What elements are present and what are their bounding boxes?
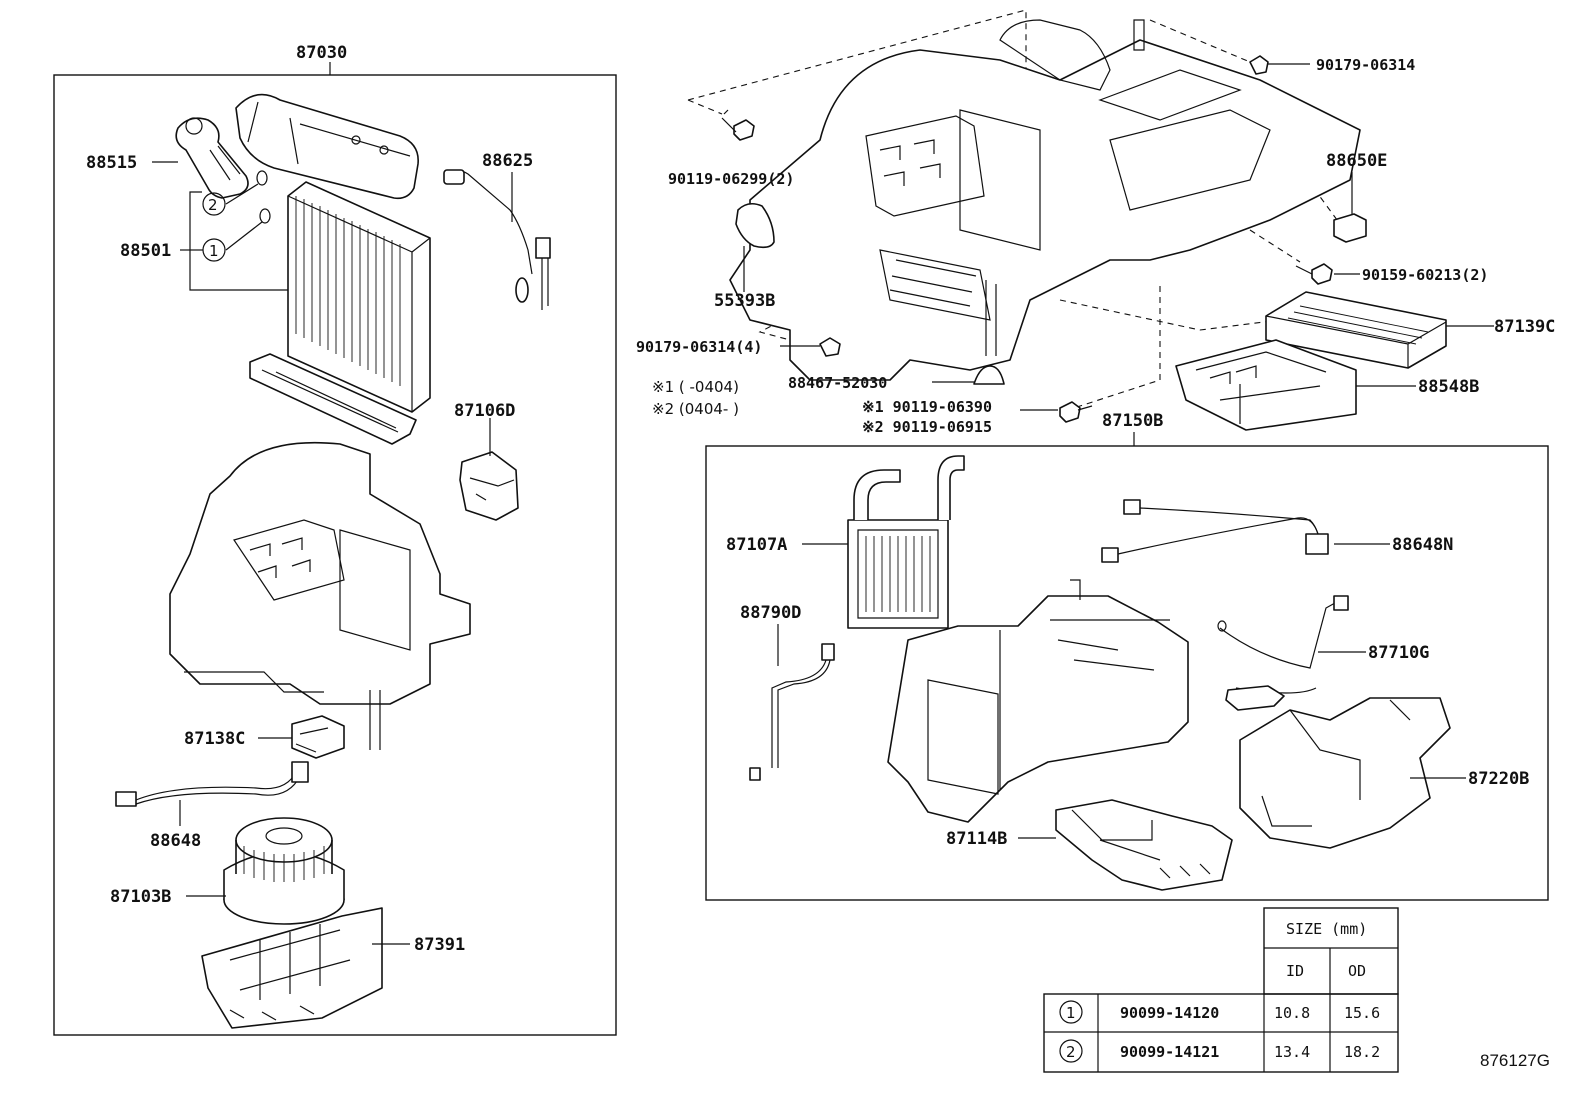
table-row-2-id: 13.4 xyxy=(1274,1043,1310,1061)
label-88501: 88501 xyxy=(120,241,171,261)
label-87103B: 87103B xyxy=(110,887,171,907)
table-header-od: OD xyxy=(1348,962,1366,980)
label-90119-06299: 90119-06299(2) xyxy=(668,170,794,188)
part-88790D-sensor[interactable] xyxy=(749,643,835,781)
label-87138C: 87138C xyxy=(184,729,245,749)
part-88648-wire[interactable] xyxy=(115,761,309,807)
label-screw-1: ※1 90119-06390 xyxy=(862,398,992,416)
part-90179-06314-top-clip[interactable] xyxy=(1249,55,1269,75)
label-88467-52030: 88467-52030 xyxy=(788,374,887,392)
part-87106D-servo[interactable] xyxy=(459,451,519,521)
assembly-87030-frame xyxy=(53,74,617,1036)
label-87106D: 87106D xyxy=(454,401,515,421)
label-87114B: 87114B xyxy=(946,829,1007,849)
table-header-id: ID xyxy=(1286,962,1304,980)
label-87710G: 87710G xyxy=(1368,643,1429,663)
part-88650E[interactable] xyxy=(1333,213,1367,243)
part-87107A-heater-core[interactable] xyxy=(847,455,965,629)
label-88650E: 88650E xyxy=(1326,151,1387,171)
part-90119-06390-screw[interactable] xyxy=(1059,401,1093,423)
part-88548B-frame[interactable] xyxy=(1175,339,1357,431)
part-87138C-resistor[interactable] xyxy=(291,715,345,759)
callout-2 xyxy=(202,192,226,216)
part-88625-thermistor[interactable] xyxy=(443,169,551,310)
part-87391-blower-case[interactable] xyxy=(201,907,383,1029)
part-evaporator-core[interactable] xyxy=(287,181,431,413)
part-blower-case-left[interactable] xyxy=(169,441,471,750)
part-90119-06299-screw[interactable] xyxy=(721,109,755,141)
diagram-id: 876127G xyxy=(1480,1051,1550,1070)
part-hvac-main-housing[interactable] xyxy=(729,19,1361,381)
label-88515: 88515 xyxy=(86,153,137,173)
label-90179-06314: 90179-06314 xyxy=(1316,56,1415,74)
svg-text:2: 2 xyxy=(208,196,218,214)
part-55393B-pad[interactable] xyxy=(735,202,775,249)
part-87114B-duct[interactable] xyxy=(1055,799,1233,891)
svg-text:1: 1 xyxy=(209,242,219,260)
o-ring-size-table: SIZE (mm) ID OD 1 90099-14120 10.8 15.6 … xyxy=(1043,907,1399,1073)
label-87107A: 87107A xyxy=(726,535,787,555)
part-90159-60213-screw[interactable] xyxy=(1295,263,1333,285)
part-87220B-duct[interactable] xyxy=(1239,697,1451,849)
label-90159-60213: 90159-60213(2) xyxy=(1362,266,1488,284)
part-87710G-control[interactable] xyxy=(1217,595,1349,711)
part-87139C-filter[interactable] xyxy=(1265,291,1447,369)
label-87150B: 87150B xyxy=(1102,411,1163,431)
label-88648: 88648 xyxy=(150,831,201,851)
table-row-2-mark: 2 xyxy=(1066,1043,1076,1061)
table-row-1-part: 90099-14120 xyxy=(1120,1004,1219,1022)
part-88515-expansion-valve[interactable] xyxy=(175,117,249,199)
label-87030: 87030 xyxy=(296,43,347,63)
assembly-87150B-frame xyxy=(705,445,1549,901)
label-88648N: 88648N xyxy=(1392,535,1453,555)
part-88648N-harness[interactable] xyxy=(1101,499,1329,563)
label-90179-06314-4: 90179-06314(4) xyxy=(636,338,762,356)
part-heater-case-right[interactable] xyxy=(887,579,1189,823)
table-row-2-part: 90099-14121 xyxy=(1120,1043,1219,1061)
part-88467-52030-grommet[interactable] xyxy=(973,365,1005,385)
part-87103B-blower-motor[interactable] xyxy=(223,817,345,925)
table-header-size: SIZE (mm) xyxy=(1286,920,1367,938)
part-drain-rail[interactable] xyxy=(249,353,417,445)
label-88625: 88625 xyxy=(482,151,533,171)
label-87391: 87391 xyxy=(414,935,465,955)
table-row-1-id: 10.8 xyxy=(1274,1004,1310,1022)
label-87139C: 87139C xyxy=(1494,317,1555,337)
label-screw-2: ※2 90119-06915 xyxy=(862,418,992,436)
label-88790D: 88790D xyxy=(740,603,801,623)
part-90179-06314-clip[interactable] xyxy=(819,337,841,357)
table-row-2-od: 18.2 xyxy=(1344,1043,1380,1061)
table-row-1-od: 15.6 xyxy=(1344,1004,1380,1022)
part-evaporator-pipe-housing[interactable] xyxy=(235,93,419,200)
label-88548B: 88548B xyxy=(1418,377,1479,397)
label-55393B: 55393B xyxy=(714,291,775,311)
label-87220B: 87220B xyxy=(1468,769,1529,789)
note-2: ※2 (0404- ) xyxy=(652,400,739,418)
table-row-1-mark: 1 xyxy=(1066,1004,1076,1022)
note-1: ※1 ( -0404) xyxy=(652,378,739,396)
